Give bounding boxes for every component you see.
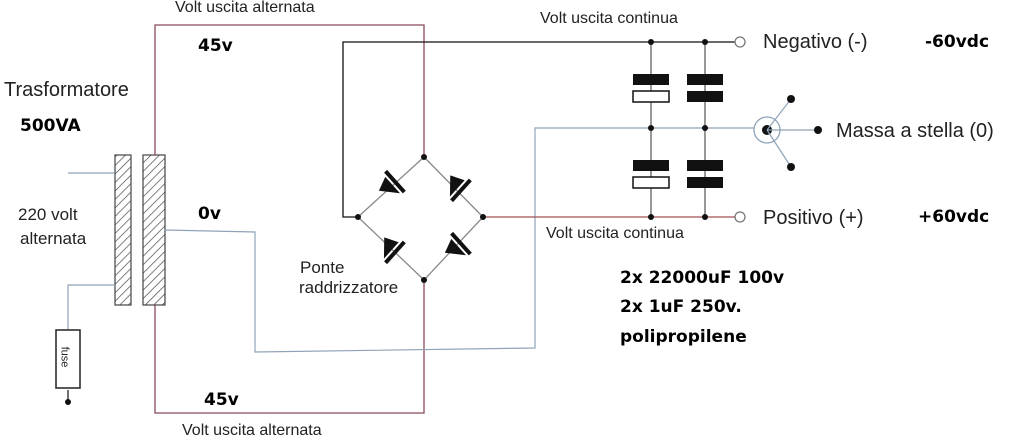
negative-terminal-node (734, 36, 746, 48)
caps-spec-line3: polipropilene (620, 327, 747, 347)
negative-rail (342, 41, 736, 218)
ac-output-bottom-label: Volt uscita alternata (182, 422, 322, 439)
capacitor-electrolytic-top (632, 74, 670, 103)
positive-terminal-node (734, 211, 746, 223)
star-ground (753, 95, 822, 171)
tap-center-label: 0v (198, 204, 221, 224)
tap-bottom-label: 45v (204, 390, 239, 410)
capacitor-bank (632, 39, 723, 220)
diode-bottom-right (436, 231, 473, 269)
dc-output-top-label: Volt uscita continua (540, 10, 678, 27)
diode-top-right (436, 165, 473, 203)
ground-terminal-label: Massa a stella (0) (836, 120, 994, 142)
center-tap-wire (164, 127, 758, 353)
bridge-label-line2: raddrizzatore (299, 278, 399, 297)
transformer-rating: 500VA (20, 116, 81, 136)
input-voltage-line2: alternata (20, 229, 87, 248)
positive-terminal-label: Positivo (+) (763, 207, 864, 229)
input-voltage-line1: 220 volt (18, 205, 78, 224)
dc-output-bottom-label: Volt uscita continua (546, 225, 684, 242)
caps-spec-line2: 2x 1uF 250v. (620, 297, 742, 317)
transformer-primary-winding (114, 154, 132, 306)
caps-spec-line1: 2x 22000uF 100v (620, 268, 785, 288)
tap-top-label: 45v (198, 36, 233, 56)
primary-terminal-bottom (65, 399, 71, 405)
negative-terminal-label: Negativo (-) (763, 31, 868, 53)
secondary-loop (154, 24, 425, 414)
ac-output-top-label: Volt uscita alternata (175, 0, 315, 16)
fuse-label: fuse (58, 346, 71, 368)
positive-voltage-label: +60vdc (918, 207, 990, 227)
fuse-body (55, 329, 81, 389)
negative-voltage-label: -60vdc (925, 32, 990, 52)
bridge-rectifier (355, 154, 486, 283)
transformer-title: Trasformatore (4, 79, 129, 101)
transformer-secondary-winding (142, 154, 166, 306)
capacitor-film-top (687, 74, 723, 102)
capacitor-electrolytic-bottom (632, 160, 670, 189)
capacitor-film-bottom (687, 160, 723, 188)
transformer (114, 154, 166, 306)
bridge-label-line1: Ponte (300, 258, 345, 277)
